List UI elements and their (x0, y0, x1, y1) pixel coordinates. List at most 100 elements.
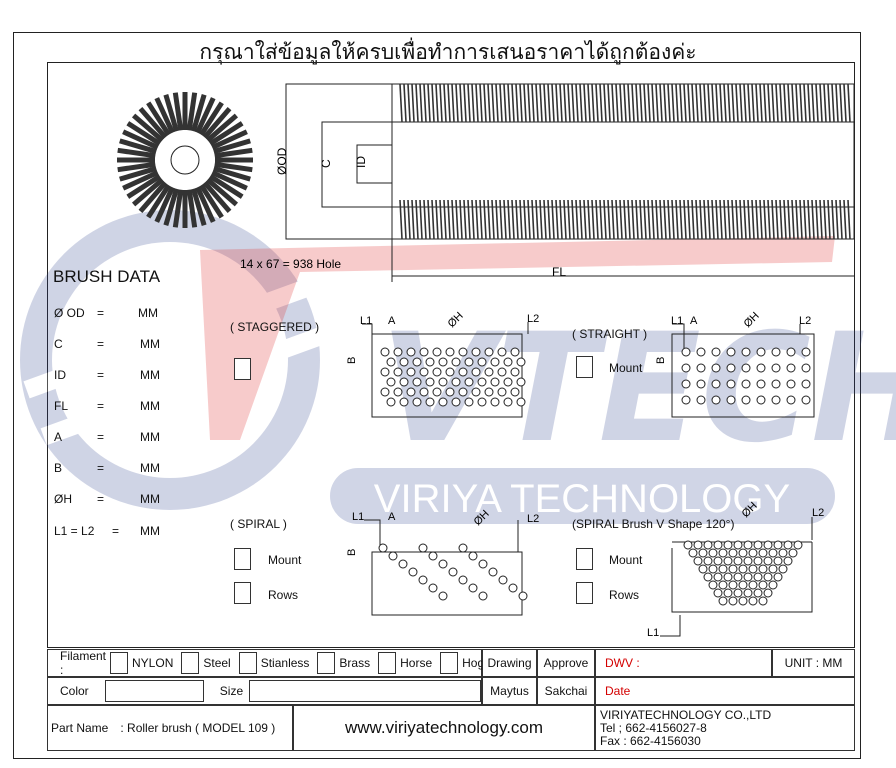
spiral-v-mount-checkbox[interactable] (576, 548, 593, 570)
spiral-v-rows-checkbox[interactable] (576, 582, 593, 604)
bristle (783, 199, 787, 240)
bristle (763, 199, 767, 240)
hole (497, 347, 507, 357)
bristle (663, 199, 667, 240)
hole (438, 559, 448, 569)
straight-mount-checkbox[interactable] (576, 356, 593, 378)
bristle (399, 83, 403, 123)
material-checkbox-steel[interactable] (181, 652, 200, 674)
bristle (767, 199, 771, 240)
bristle (695, 83, 699, 123)
bristle (651, 199, 655, 240)
hole (468, 583, 478, 593)
bristle (447, 83, 451, 123)
hole (386, 377, 396, 387)
bristle (467, 199, 471, 240)
material-checkbox-hogs[interactable] (440, 652, 459, 674)
material-label: Horse (400, 656, 433, 670)
bristle-rows (399, 83, 851, 240)
hole (728, 564, 738, 574)
svg-text:L1: L1 (360, 315, 372, 327)
hole (425, 357, 435, 367)
hole (516, 397, 526, 407)
dim-fl-label: FL (552, 265, 566, 279)
wheel-spoke (191, 188, 207, 226)
bristle (647, 83, 651, 123)
svg-text:A: A (388, 511, 396, 523)
bristle (739, 199, 743, 240)
hole (503, 377, 513, 387)
spiral-rows-checkbox[interactable] (234, 582, 251, 604)
bristle (535, 199, 539, 240)
size-input[interactable] (249, 680, 481, 702)
staggered-checkbox[interactable] (234, 358, 251, 380)
hole (771, 395, 781, 405)
bristle (515, 83, 519, 123)
hole (726, 379, 736, 389)
bristle (511, 83, 515, 123)
hole (458, 575, 468, 585)
bristle (699, 83, 703, 123)
hole (468, 551, 478, 561)
drawing-cell: Drawing (482, 649, 537, 677)
hole (743, 556, 753, 566)
wheel-spoke (119, 138, 157, 154)
material-checkbox-brass[interactable] (317, 652, 336, 674)
bristle (563, 83, 567, 123)
bristle (699, 199, 703, 240)
website-link[interactable]: www.viriyatechnology.com (293, 705, 595, 751)
bristle (567, 199, 571, 240)
color-input[interactable] (104, 680, 204, 702)
spiral-mount-checkbox[interactable] (234, 548, 251, 570)
hole (448, 567, 458, 577)
brush-data-title: BRUSH DATA (53, 267, 161, 286)
hole (748, 580, 758, 590)
hole (748, 564, 758, 574)
material-checkbox-nylon[interactable] (110, 652, 129, 674)
bristle (819, 83, 823, 123)
hole (763, 540, 773, 550)
brush-data-label: L1 = L2 (54, 524, 95, 538)
bristle (839, 199, 843, 240)
material-checkbox-stianless[interactable] (238, 652, 257, 674)
hole (497, 367, 507, 377)
wheel-spoke (206, 177, 239, 207)
wheel-spoke (126, 174, 162, 199)
bristle (583, 199, 587, 240)
hole (726, 395, 736, 405)
material-label: Stianless (260, 656, 310, 670)
dwv-field[interactable]: DWV : (595, 649, 772, 677)
hole (768, 548, 778, 558)
bristle (711, 83, 715, 123)
date-field[interactable]: Date (595, 677, 855, 705)
color-size-row: Color Size (47, 677, 482, 705)
hole (380, 367, 390, 377)
bristle (459, 199, 463, 240)
hole (516, 357, 526, 367)
material-checkbox-horse[interactable] (378, 652, 397, 674)
hole (708, 548, 718, 558)
bristle (503, 199, 507, 240)
bristle (503, 83, 507, 123)
bristle (459, 83, 463, 123)
hole (428, 583, 438, 593)
bristle (619, 199, 623, 240)
hole (393, 387, 403, 397)
bristle (499, 83, 503, 123)
bristle (659, 83, 663, 123)
bristle (419, 199, 423, 240)
hole (708, 564, 718, 574)
bristle (579, 83, 583, 123)
bristle (815, 199, 819, 240)
hole (412, 377, 422, 387)
hole (753, 588, 763, 598)
hole (773, 556, 783, 566)
wheel-spoke (214, 161, 253, 173)
hole (738, 548, 748, 558)
bristle (723, 199, 727, 240)
hole (756, 363, 766, 373)
bristle (507, 83, 511, 123)
bristle (607, 199, 611, 240)
